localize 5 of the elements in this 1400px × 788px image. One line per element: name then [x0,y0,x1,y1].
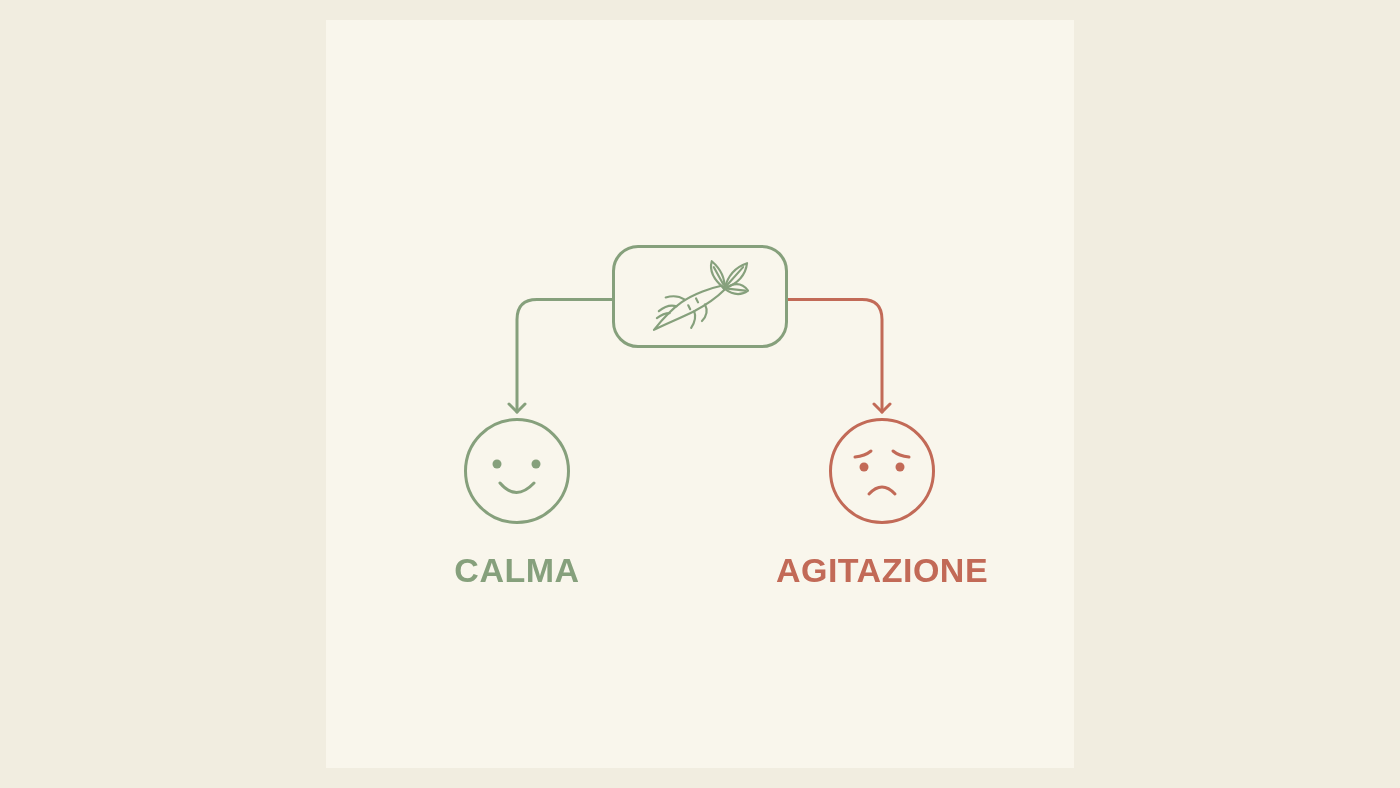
arrow [786,298,892,414]
outcome-label: CALMA [454,553,580,587]
outcome-label: AGITAZIONE [775,553,989,587]
root-box [612,245,788,348]
arrow [507,298,614,414]
